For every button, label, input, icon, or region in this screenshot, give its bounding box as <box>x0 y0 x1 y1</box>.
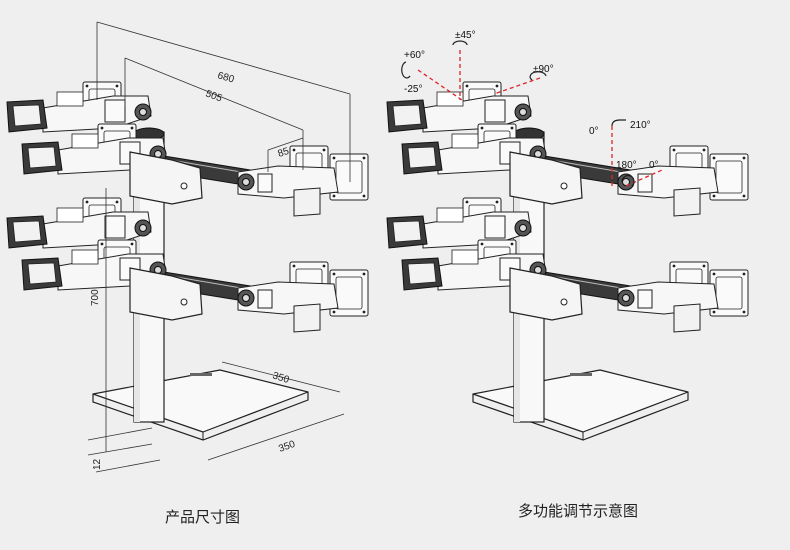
tilt-arrow-icon <box>452 40 468 46</box>
angle-210: 210° <box>630 120 651 131</box>
angle-0-bottom: 0° <box>649 160 659 171</box>
dim-680: 680 <box>216 70 235 85</box>
angle-0-top: 0° <box>589 126 599 137</box>
right-adjustment-guides <box>417 50 663 187</box>
right-caption: 多功能调节示意图 <box>518 502 639 520</box>
dim-85: 85 <box>277 146 291 160</box>
rotate-arrow-icon <box>529 71 547 81</box>
dim-700: 700 <box>90 289 101 306</box>
left-dimension-lines <box>87 21 351 473</box>
pan-arrow-icon <box>621 174 635 187</box>
left-caption: 产品尺寸图 <box>165 508 241 526</box>
dim-12: 12 <box>92 458 103 470</box>
angle-pm90: ±90° <box>533 64 554 75</box>
right-stand-drawing <box>387 82 748 440</box>
left-stand-drawing <box>7 82 368 440</box>
angle-p60: +60° <box>404 50 425 61</box>
angle-pm45: ±45° <box>455 30 476 41</box>
angle-labels: ±45° +60° -25° ±90° 0° 210° 180° 0° <box>404 30 659 171</box>
dim-505: 505 <box>204 88 224 104</box>
swivel-arrow-icon <box>611 119 626 127</box>
pitch-arrow-icon <box>401 61 411 79</box>
angle-m25: -25° <box>404 84 422 95</box>
left-dimension-labels: 680 505 85 700 350 350 12 <box>90 70 297 470</box>
dim-350-depth: 350 <box>271 370 291 386</box>
rotation-arrows <box>401 40 635 187</box>
angle-180: 180° <box>616 160 637 171</box>
dim-350-width: 350 <box>277 439 297 455</box>
